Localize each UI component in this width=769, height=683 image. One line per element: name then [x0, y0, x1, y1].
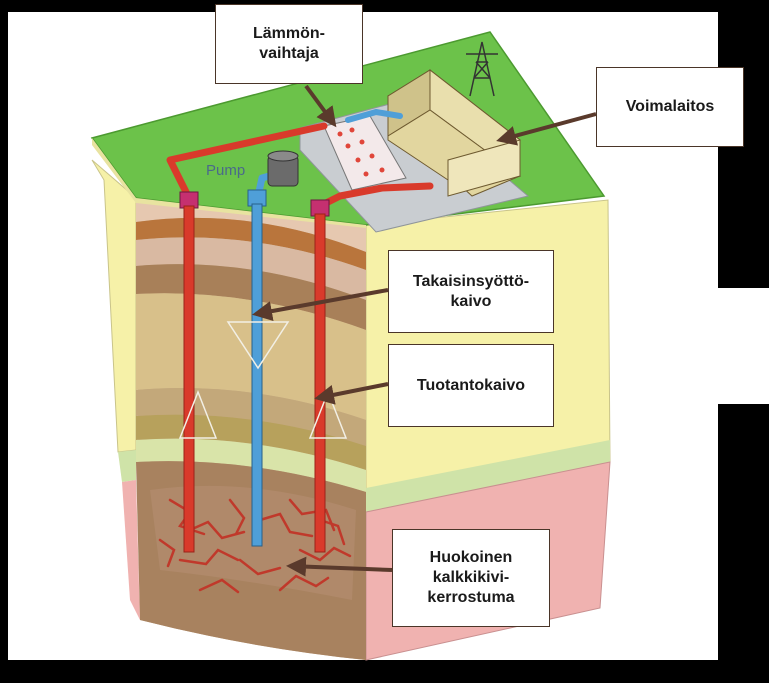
vertical-wells [183, 203, 326, 553]
injection-well-label: Takaisinsyöttö- kaivo [388, 250, 554, 333]
heat-exchanger-label: Lämmön- vaihtaja [215, 4, 363, 84]
limestone-fractures [158, 498, 352, 594]
production-well-label: Tuotantokaivo [388, 344, 554, 427]
cutaway-soil-layers [136, 192, 366, 660]
wellheads [179, 189, 330, 217]
heat-exchanger-unit [323, 115, 407, 191]
flow-arrows [178, 321, 348, 439]
power-plant-building [387, 68, 522, 197]
power-plant-label: Voimalaitos [596, 67, 744, 147]
transmission-tower-icon [466, 41, 498, 97]
pump-label: Pump [206, 162, 245, 179]
porous-limestone-label: Huokoinen kalkkikivi- kerrostuma [392, 529, 550, 627]
label-connector-arrows [252, 84, 597, 577]
pump-icon [267, 150, 299, 187]
